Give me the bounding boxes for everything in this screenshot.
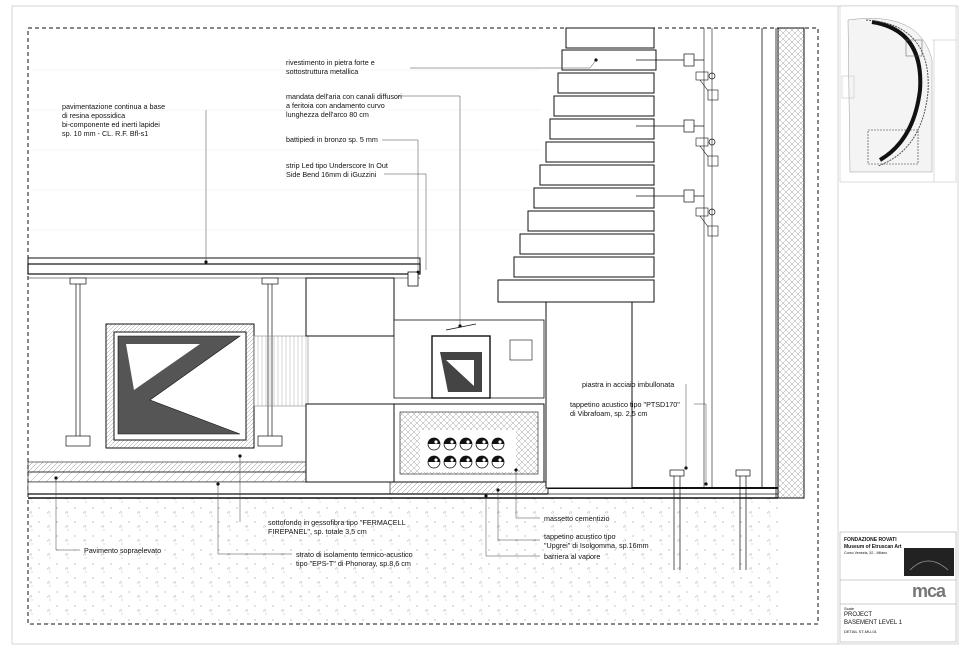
title-address: Corso Venezia, 52 - Milano: [844, 551, 888, 555]
label-line: Pavimento sopraelevato: [84, 546, 162, 555]
column-blocks: [305, 277, 395, 483]
right-wall: [703, 27, 805, 499]
label-sottofondo: sottofondo in gessofibra tipo "FERMACELL…: [268, 518, 406, 536]
stone-block: [513, 256, 655, 278]
title-detail: DETAIL ST-MU-01: [844, 629, 877, 634]
label-rivestimento: rivestimento in pietra forte e sottostru…: [286, 58, 375, 76]
stone-block: [557, 72, 655, 94]
label-line: "Upgrei" di Isolgomma, sp.16mm: [544, 541, 649, 550]
stone-block: [553, 95, 655, 117]
label-line: tappetino acustico tipo: [544, 532, 616, 541]
leader-lines: [55, 59, 707, 557]
floor-layers: [27, 461, 778, 495]
stone-block: [539, 164, 655, 186]
label-line: a feritoia con andamento curvo: [286, 101, 385, 110]
stone-block: [565, 27, 655, 49]
coil-symbol: [427, 455, 441, 469]
flexible-duct: [253, 335, 309, 407]
label-line: battipiedi in bronzo sp. 5 mm: [286, 135, 378, 144]
label-line: FIREPANEL", sp. totale 3,5 cm: [268, 527, 367, 536]
background-grid: [30, 69, 540, 231]
stone-block: [519, 233, 655, 255]
label-line: massetto cementizio: [544, 514, 610, 523]
label-barriera: barriera al vapore: [544, 552, 600, 561]
label-piastra: piastra in acciaio imbullonata: [582, 380, 674, 389]
stone-block: [497, 279, 655, 303]
label-line: di resina epossidica: [62, 111, 126, 120]
title-project: PROJECT: [844, 612, 873, 618]
title-scale: Scale: [844, 606, 855, 611]
coil-symbol: [443, 455, 457, 469]
stone-block: [527, 210, 655, 232]
coil-symbol: [491, 455, 505, 469]
mca-logo: mca: [912, 581, 946, 601]
label-line: mandata dell'aria con canali diffusori: [286, 92, 402, 101]
leader-dots: [54, 58, 708, 498]
anchor-bolts: [669, 469, 751, 570]
coil-symbol: [459, 455, 473, 469]
label-line: Side Bend 16mm di iGuzzini: [286, 170, 377, 179]
label-mandata: mandata dell'aria con canali diffusori a…: [286, 92, 402, 119]
label-pavimentazione: pavimentazione continua a base di resina…: [62, 102, 165, 138]
label-strip-led: strip Led tipo Underscore In Out Side Be…: [286, 161, 388, 179]
raised-floor-top: [27, 257, 421, 287]
duct-connector: [393, 319, 545, 399]
label-line: pavimentazione continua a base: [62, 102, 166, 111]
label-line: di Vibrafoam, sp. 2,5 cm: [570, 409, 648, 418]
coil-symbol: [427, 437, 441, 451]
label-line: rivestimento in pietra forte e: [286, 58, 375, 67]
title-block-photo: [904, 548, 954, 576]
floor-pedestals: [65, 277, 283, 447]
stone-block: [533, 187, 655, 209]
coil-symbol: [475, 437, 489, 451]
label-line: strip Led tipo Underscore In Out: [286, 161, 388, 170]
label-battipiedi: battipiedi in bronzo sp. 5 mm: [286, 135, 378, 144]
coil-symbol: [443, 437, 457, 451]
display-case: [105, 323, 255, 449]
label-line: barriera al vapore: [544, 552, 601, 561]
title-museum: Museum of Etruscan Art: [844, 544, 902, 550]
concrete-slab: [28, 498, 778, 624]
label-massetto: massetto cementizio: [544, 514, 610, 523]
key-plan-thumbnail: [839, 5, 957, 183]
coil-symbol: [459, 437, 473, 451]
label-line: sottofondo in gessofibra tipo "FERMACELL: [268, 518, 406, 527]
stone-cladding: [497, 27, 657, 303]
title-level: BASEMENT LEVEL 1: [844, 620, 903, 626]
label-pavimento-sopraelevato: Pavimento sopraelevato: [84, 546, 161, 555]
label-line: bi-componente ed inerti lapidei: [62, 120, 160, 129]
title-client: FONDAZIONE ROVATI: [844, 537, 897, 543]
sheet-border: [11, 5, 959, 645]
coil-symbol: [475, 455, 489, 469]
stone-block: [549, 118, 655, 140]
label-line: piastra in acciaio imbullonata: [582, 380, 675, 389]
label-line: strato di isolamento termico-acustico: [296, 550, 413, 559]
label-line: sp. 10 mm - CL. R.F. Bfl-s1: [62, 129, 149, 138]
heating-coils: [427, 437, 505, 469]
steel-plate: [545, 301, 633, 489]
label-tappetino-ptsd: tappetino acustico tipo "PTSD170" di Vib…: [570, 400, 680, 418]
label-line: lunghezza dell'arco 80 cm: [286, 110, 369, 119]
label-line: tappetino acustico tipo "PTSD170": [570, 400, 680, 409]
label-line: tipo "EPS-T" di Phonoray, sp.8,6 cm: [296, 559, 411, 568]
coil-symbol: [491, 437, 505, 451]
stone-block: [545, 141, 655, 163]
title-block-frame: [839, 531, 957, 643]
label-tappetino-upgrei: tappetino acustico tipo "Upgrei" di Isol…: [544, 532, 649, 550]
label-line: sottostruttura metallica: [286, 67, 359, 76]
label-strato: strato di isolamento termico-acustico ti…: [296, 550, 413, 568]
